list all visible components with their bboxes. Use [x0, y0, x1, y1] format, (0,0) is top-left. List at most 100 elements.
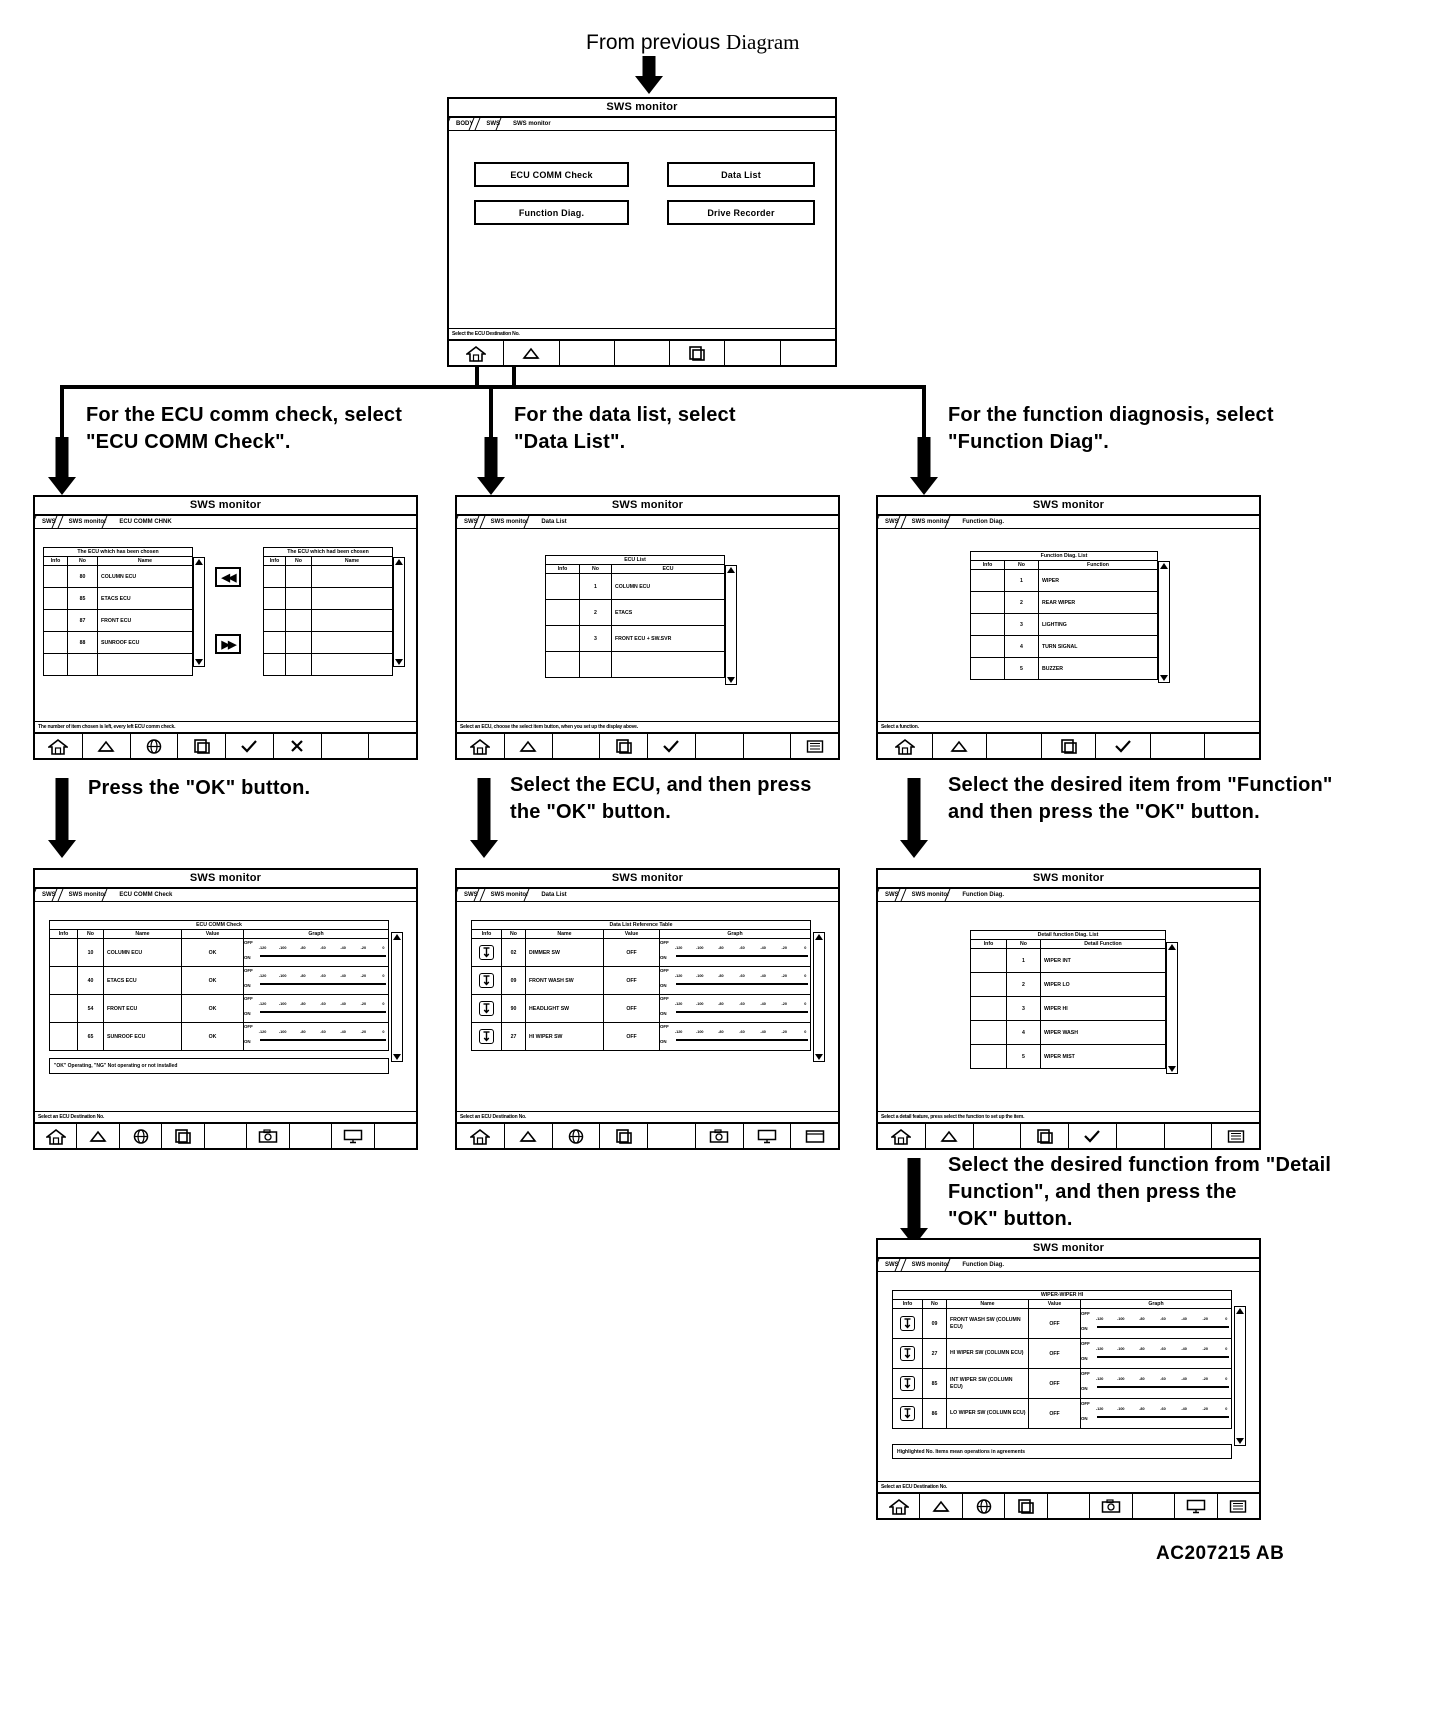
cell-info[interactable] [970, 972, 1007, 997]
toolbar-ok-button[interactable] [1069, 1124, 1117, 1148]
cell-function[interactable]: BUZZER [1038, 657, 1158, 680]
cell-function[interactable]: WIPER [1038, 569, 1158, 592]
toolbar-home-button[interactable] [35, 1124, 78, 1148]
cell-name[interactable]: ETACS ECU [97, 587, 193, 610]
breadcrumb-item-monitor[interactable]: SWS monitor [905, 889, 956, 901]
cell-info[interactable] [892, 1368, 923, 1399]
breadcrumb-item-sws[interactable]: SWS [878, 516, 905, 528]
toolbar-camera-button[interactable] [696, 1124, 744, 1148]
cell-name[interactable]: COLUMN ECU [97, 565, 193, 588]
screen-data-list-select[interactable]: SWS monitor SWS SWS monitor Data List EC… [455, 495, 840, 760]
toolbar-camera-button[interactable] [247, 1124, 290, 1148]
cell-info[interactable] [49, 938, 78, 967]
scroll-up-icon[interactable] [395, 559, 403, 565]
toolbar-slot-6[interactable] [695, 734, 744, 758]
table-scrollbar[interactable] [725, 565, 737, 685]
toolbar-slot-6[interactable] [1150, 734, 1206, 758]
cell-name[interactable] [311, 631, 393, 654]
table-scrollbar[interactable] [391, 932, 403, 1062]
scroll-down-icon[interactable] [1160, 675, 1168, 681]
toolbar-copy-button[interactable] [1005, 1494, 1048, 1518]
toolbar-slot-7[interactable] [321, 734, 370, 758]
cell-ecu[interactable] [611, 651, 725, 678]
toolbar-home-button[interactable] [457, 1124, 505, 1148]
toolbar-copy-button[interactable] [670, 341, 726, 365]
cell-ecu[interactable]: FRONT ECU + SW.SVR [611, 625, 725, 652]
cell-info[interactable] [892, 1398, 923, 1429]
toolbar-slot-7[interactable] [289, 1124, 333, 1148]
cell-info[interactable] [263, 587, 286, 610]
toolbar-copy-button[interactable] [178, 734, 226, 758]
cell-function[interactable]: TURN SIGNAL [1038, 635, 1158, 658]
cell-info[interactable] [43, 565, 68, 588]
toolbar-slot-8[interactable] [369, 734, 416, 758]
cell-info[interactable] [892, 1338, 923, 1369]
toolbar-copy-button[interactable] [162, 1124, 205, 1148]
breadcrumb-item-monitor[interactable]: SWS monitor [484, 516, 535, 528]
scroll-up-icon[interactable] [727, 567, 735, 573]
toolbar-globe-button[interactable] [963, 1494, 1006, 1518]
cell-ecu[interactable]: COLUMN ECU [611, 573, 725, 600]
toolbar-chart-button[interactable] [791, 734, 838, 758]
table-scrollbar[interactable] [1166, 942, 1178, 1074]
cell-info[interactable] [263, 565, 286, 588]
info-icon[interactable] [900, 1316, 915, 1331]
toolbar-slot-5[interactable] [1047, 1494, 1091, 1518]
cell-name[interactable]: FRONT ECU [97, 609, 193, 632]
cell-name[interactable]: SUNROOF ECU [97, 631, 193, 654]
toolbar-home-button[interactable] [878, 1494, 921, 1518]
toolbar-back-button[interactable] [505, 734, 553, 758]
right-table-scrollbar[interactable] [393, 557, 405, 667]
button-drive-recorder[interactable]: Drive Recorder [667, 200, 815, 225]
toolbar-slot-6[interactable] [1116, 1124, 1165, 1148]
toolbar-home-button[interactable] [457, 734, 505, 758]
screen-ecu-comm-result[interactable]: SWS monitor SWS SWS monitor ECU COMM Che… [33, 868, 418, 1150]
scroll-down-icon[interactable] [395, 659, 403, 665]
toolbar-slot-6[interactable] [725, 341, 781, 365]
button-ecu-comm-check[interactable]: ECU COMM Check [474, 162, 629, 187]
screen-wiper-function-result[interactable]: SWS monitor SWS SWS monitor Function Dia… [876, 1238, 1261, 1520]
cell-name[interactable] [311, 609, 393, 632]
toolbar-slot-7[interactable] [1205, 734, 1260, 758]
toolbar-slot-9[interactable] [374, 1124, 416, 1148]
breadcrumb-item-sws[interactable]: SWS [35, 889, 62, 901]
table-scrollbar[interactable] [813, 932, 825, 1062]
transfer-left-button[interactable]: ◀◀ [215, 567, 241, 587]
toolbar-globe-button[interactable] [120, 1124, 163, 1148]
scroll-up-icon[interactable] [815, 934, 823, 940]
breadcrumb-item-monitor[interactable]: SWS monitor [62, 516, 113, 528]
info-icon[interactable] [479, 973, 494, 988]
scroll-up-icon[interactable] [1160, 563, 1168, 569]
cell-info[interactable] [970, 569, 1005, 592]
screen-sws-monitor-menu[interactable]: SWS monitor BODY SWS SWS monitor ECU COM… [447, 97, 837, 367]
toolbar-slot-3[interactable] [987, 734, 1042, 758]
info-icon[interactable] [900, 1346, 915, 1361]
toolbar-home-button[interactable] [878, 734, 933, 758]
toolbar-copy-button[interactable] [600, 1124, 648, 1148]
toolbar-home-button[interactable] [35, 734, 83, 758]
toolbar-back-button[interactable] [933, 734, 988, 758]
toolbar-window-button[interactable] [791, 1124, 838, 1148]
toolbar-back-button[interactable] [926, 1124, 974, 1148]
toolbar-monitor-button[interactable] [744, 1124, 792, 1148]
cell-info[interactable] [970, 996, 1007, 1021]
cell-function[interactable]: WIPER INT [1040, 948, 1166, 973]
toolbar-slot-7[interactable] [743, 734, 792, 758]
breadcrumb-item-sws[interactable]: SWS [35, 516, 62, 528]
breadcrumb-item-sws[interactable]: SWS [457, 889, 484, 901]
info-icon[interactable] [479, 1029, 494, 1044]
toolbar-globe-button[interactable] [131, 734, 179, 758]
info-icon[interactable] [900, 1376, 915, 1391]
breadcrumb-item-sws[interactable]: SWS [457, 516, 484, 528]
toolbar-copy-button[interactable] [1021, 1124, 1069, 1148]
cell-info[interactable] [545, 573, 580, 600]
cell-info[interactable] [970, 635, 1005, 658]
cell-info[interactable] [545, 651, 580, 678]
table-scrollbar[interactable] [1158, 561, 1170, 683]
cell-name[interactable] [311, 587, 393, 610]
cell-function[interactable]: WIPER LO [1040, 972, 1166, 997]
info-icon[interactable] [900, 1406, 915, 1421]
toolbar-chart-button[interactable] [1218, 1494, 1259, 1518]
toolbar-copy-button[interactable] [600, 734, 648, 758]
cell-info[interactable] [970, 591, 1005, 614]
